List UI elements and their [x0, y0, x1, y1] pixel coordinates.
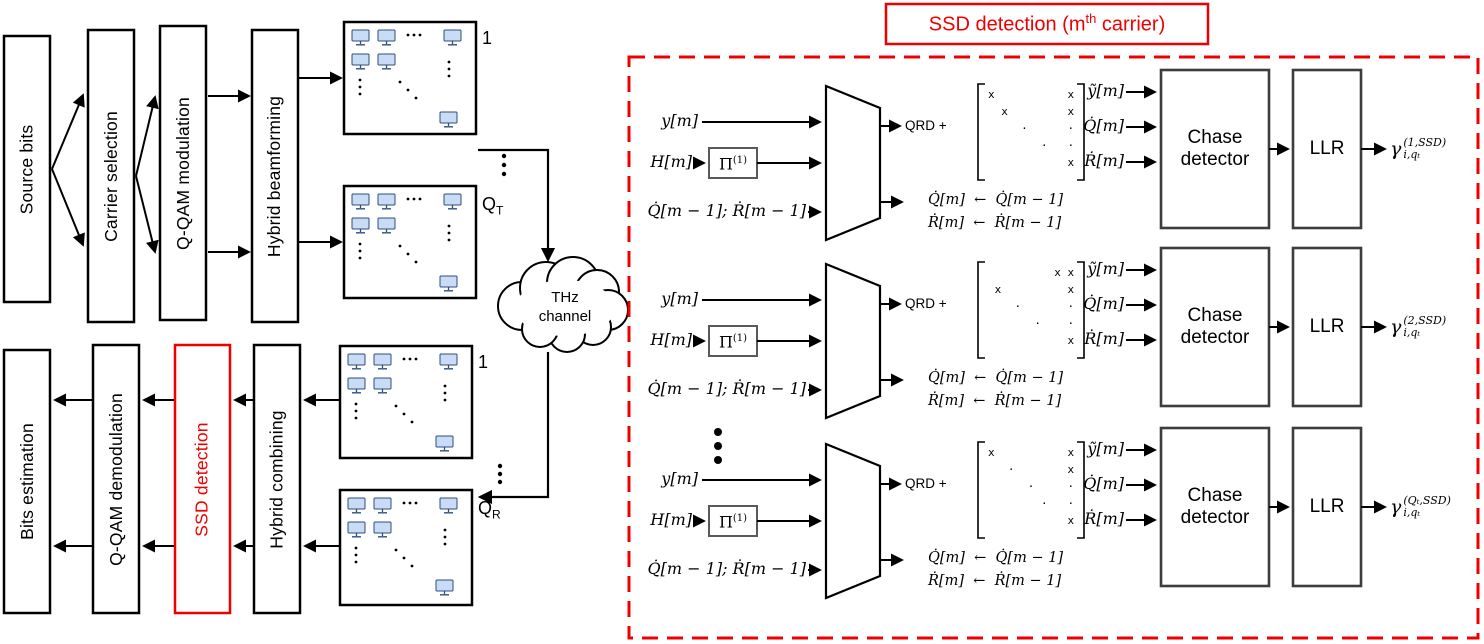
branch2-permutation-label: Π(1) — [718, 332, 748, 352]
branch3-det-input-r-label: Ṙ[m] — [1084, 509, 1124, 528]
hybrid-combining-box — [252, 343, 302, 615]
branch3-input-y-label: y[m] — [661, 469, 698, 488]
tx-array-1-label: 1 — [482, 28, 493, 48]
branch1-matrix: x x x x · · · · x — [988, 88, 1075, 169]
carrier-selection-label: Carrier selection — [100, 110, 121, 242]
branch3-output-llr-label: γ (Qₜ,SSD)i,qₜ — [1390, 494, 1451, 519]
branch2-det-input-q-label: Q̇[m] — [1083, 294, 1124, 313]
branch3-matrix: x x · x · · · · x — [988, 446, 1075, 527]
hybrid-combining-label: Hybrid combining — [266, 409, 287, 549]
branch1-input-y-label: y[m] — [661, 111, 698, 130]
qam-modulation-label: Q-QAM modulation — [172, 96, 193, 250]
branch2-prev-qr-label: Q̇[m − 1]; Ṙ[m − 1] — [647, 379, 806, 398]
rx-array-1-label: 1 — [478, 352, 489, 372]
branch3-prev-qr-label: Q̇[m − 1]; Ṙ[m − 1] — [647, 559, 806, 578]
hybrid-beamforming-box — [250, 28, 300, 324]
carrier-selection-box — [86, 28, 136, 324]
branch2-input-y-label: y[m] — [661, 289, 698, 308]
branch3-det-input-y-label: ỹ[m] — [1087, 439, 1124, 458]
branch2-matrix: x x x x · · · · x — [994, 266, 1075, 347]
branch3-det-input-q-label: Q̇[m] — [1083, 474, 1124, 493]
branch1-prev-qr-label: Q̇[m − 1]; Ṙ[m − 1] — [647, 201, 806, 220]
thz-channel-label: THz channel — [538, 289, 592, 325]
branch3-qrd-label: QRD + — [905, 476, 947, 491]
branch1-det-input-y-label: ỹ[m] — [1087, 81, 1124, 100]
branch1-det-input-q-label: Q̇[m] — [1083, 116, 1124, 135]
branch1-output-llr-label: γ (1,SSD)i,qₜ — [1390, 136, 1447, 161]
branch3-permutation-label: Π(1) — [718, 512, 748, 532]
rx-array-qr-label: QR — [478, 498, 501, 522]
branch2-qrd-label: QRD + — [905, 296, 947, 311]
branch2-chase-detector-label: Chase detector — [1180, 305, 1250, 348]
qam-demodulation-label: Q-QAM demodulation — [105, 392, 126, 566]
branch2-det-input-r-label: Ṙ[m] — [1084, 329, 1124, 348]
qam-demodulation-box — [91, 343, 141, 615]
branch1-chase-detector-label: Chase detector — [1180, 127, 1250, 170]
source-bits-box — [2, 34, 52, 304]
branch2-det-input-y-label: ỹ[m] — [1087, 259, 1124, 278]
branch1-input-h-label: H[m] — [650, 152, 692, 171]
branch1-llr-label: LLR — [1309, 138, 1345, 159]
qam-modulation-box — [158, 24, 208, 322]
branch2-output-llr-label: γ (2,SSD)i,qₜ — [1390, 314, 1447, 339]
ssd-detection-label: SSD detection — [192, 421, 213, 537]
source-bits-label: Source bits — [16, 124, 37, 214]
bits-estimation-box — [2, 348, 52, 615]
left-chain-boxes — [2, 20, 478, 615]
branch2-update-equations: Q̇[m] ← Q̇[m − 1] Ṙ[m] ← Ṙ[m − 1] — [928, 370, 1064, 409]
hybrid-beamforming-label: Hybrid beamforming — [264, 95, 285, 257]
tx-chain-arrows — [51, 71, 556, 263]
branch-ellipsis-dots — [714, 428, 722, 464]
tx-array-qt-label: QT — [482, 194, 504, 218]
branch2-input-h-label: H[m] — [650, 330, 692, 349]
bits-estimation-label: Bits estimation — [16, 423, 37, 540]
rx-chain-arrows — [53, 352, 550, 553]
thz-channel-cloud — [497, 256, 629, 353]
array-ellipsis-dots — [497, 153, 507, 485]
ssd-panel-title-box — [884, 2, 1210, 46]
ssd-detection-box — [173, 343, 232, 615]
branch3-chase-detector-label: Chase detector — [1180, 485, 1250, 528]
branch3-update-equations: Q̇[m] ← Q̇[m − 1] Ṙ[m] ← Ṙ[m − 1] — [928, 550, 1064, 589]
ssd-panel-dashed-border — [627, 55, 1480, 640]
ssd-panel-title: SSD detection (mth carrier) — [928, 11, 1166, 36]
branch3-llr-label: LLR — [1309, 496, 1345, 517]
branch1-det-input-r-label: Ṙ[m] — [1084, 151, 1124, 170]
branch2-llr-label: LLR — [1309, 316, 1345, 337]
branch1-qrd-label: QRD + — [905, 118, 947, 133]
branch3-input-h-label: H[m] — [650, 510, 692, 529]
branch1-update-equations: Q̇[m] ← Q̇[m − 1] Ṙ[m] ← Ṙ[m − 1] — [928, 192, 1064, 231]
branch1-permutation-label: Π(1) — [718, 154, 748, 174]
